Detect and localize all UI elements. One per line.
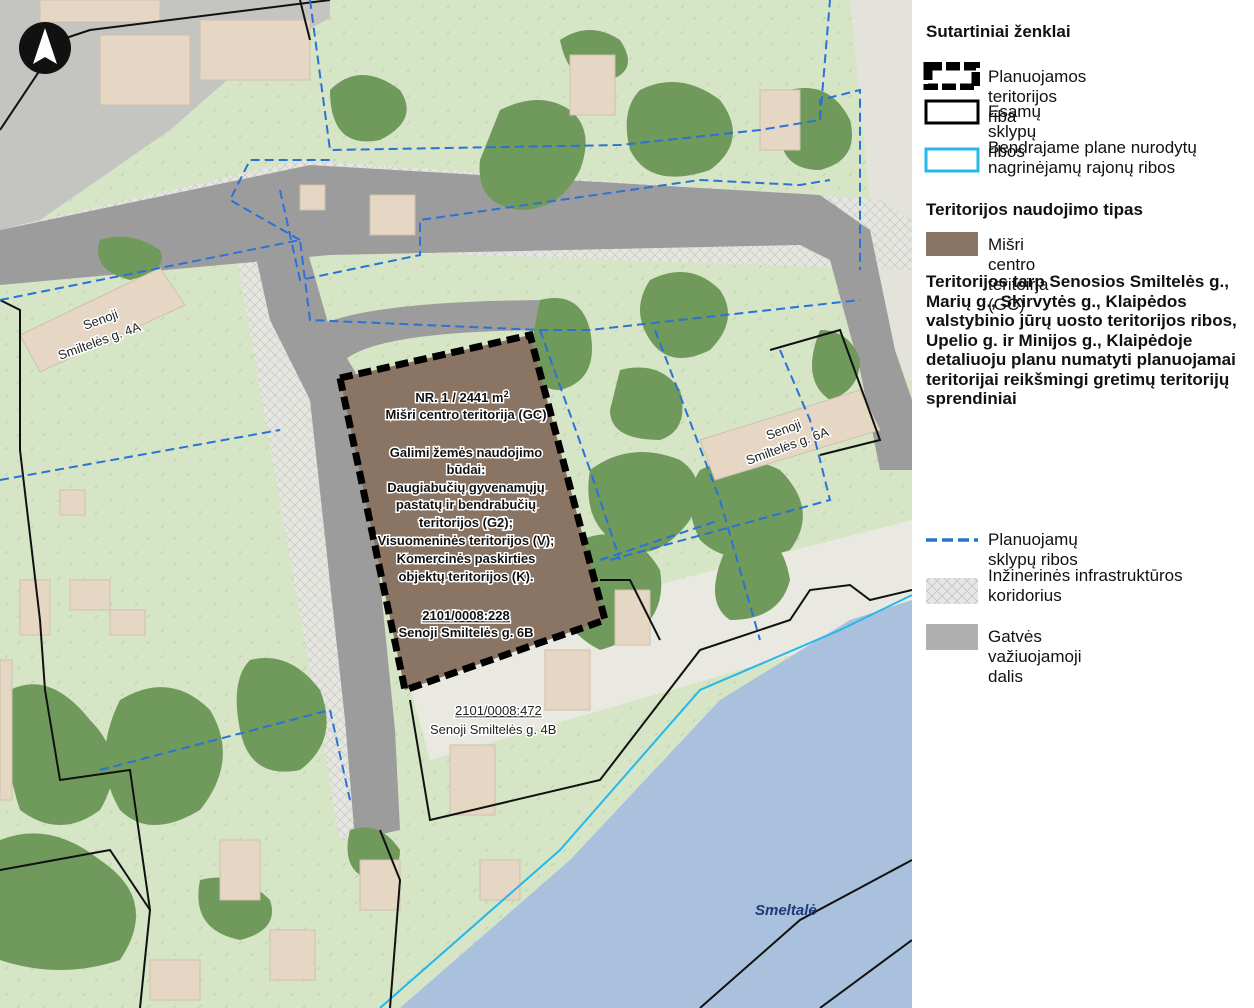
building xyxy=(99,34,191,106)
existing-plots-symbol-icon xyxy=(924,99,980,125)
plot-label-group: NR. 1 / 2441 m2 Mišri centro teritorija … xyxy=(376,388,556,642)
building xyxy=(199,19,311,81)
plot-possible-title: Galimi žemės naudojimo xyxy=(390,445,542,460)
plot-address: Senoji Smiltelės g. 6B xyxy=(398,625,533,640)
planned-plot-lines xyxy=(0,0,861,801)
district-boundary-line xyxy=(379,594,912,1008)
legend-label: Gatvės važiuojamoji dalis xyxy=(988,627,1082,686)
legend-label: Inžinerinės infrastruktūros koridorius xyxy=(988,566,1183,605)
plot-line-3: teritorijos (G2); xyxy=(419,515,513,530)
existing-plot-lines xyxy=(0,0,912,1008)
river[interactable] xyxy=(400,600,912,1008)
river-label: Smeltalė xyxy=(755,902,817,919)
planned-territory[interactable] xyxy=(335,330,610,695)
legend-label: Bendrajame plane nurodytų nagrinėjamų ra… xyxy=(988,138,1197,177)
tree-canopy xyxy=(0,30,860,970)
plot-number: NR. 1 / 2441 m2 xyxy=(415,389,508,405)
plot-472-address: Senoji Smiltelės g. 4B xyxy=(430,722,556,737)
district-boundary-symbol-icon xyxy=(924,147,980,173)
road xyxy=(0,165,912,470)
gc-swatch-icon xyxy=(926,232,978,256)
infra-corridor-swatch-icon xyxy=(926,578,978,604)
plot-use: Mišri centro teritorija (GC) xyxy=(385,407,546,422)
road xyxy=(310,300,560,360)
legend-use-type-title: Teritorijos naudojimo tipas xyxy=(926,200,1143,219)
planned-boundary-symbol-icon xyxy=(923,62,980,90)
infra-corridor xyxy=(230,210,370,840)
legend-label: Planuojamos teritorijos riba xyxy=(988,67,1087,126)
plot-cadastral: 2101/0008:228 xyxy=(422,608,509,623)
sidewalk xyxy=(850,0,912,380)
map-view[interactable]: Senoji Smiltelės g. 4A Senoji Smiltelės … xyxy=(0,0,912,1008)
plot-472-id: 2101/0008:472 xyxy=(455,703,542,718)
legend-title: Sutartiniai ženklai xyxy=(926,22,1071,41)
plot-line-4: Visuomeninės teritorijos (V); xyxy=(378,533,555,548)
plot-line-1: Daugiabučių gyvenamųjų xyxy=(387,480,545,495)
road xyxy=(250,225,400,840)
planned-plots-symbol-icon xyxy=(926,538,978,542)
legend-panel: Sutartiniai ženklai Planuojamos teritori… xyxy=(918,0,1254,1008)
plot-possible-title-2: būdai: xyxy=(447,462,486,477)
building-group xyxy=(0,54,881,1001)
north-arrow-icon xyxy=(19,22,71,74)
map-canvas: Senoji Smiltelės g. 4A Senoji Smiltelės … xyxy=(0,0,912,1008)
plot-line-6: objektų teritorijos (K). xyxy=(398,569,533,584)
legend-label: Planuojamų sklypų ribos xyxy=(988,530,1078,569)
legend-note: Teritorijos tarp Senosios Smiltelės g., … xyxy=(926,272,1237,408)
road-swatch-icon xyxy=(926,624,978,650)
legend-label: Mišri centro teritoirja (GC) xyxy=(988,235,1049,314)
building xyxy=(39,0,161,23)
legend-label: Esamų sklypų ribos xyxy=(988,102,1041,161)
plot-line-5: Komercinės paskirties xyxy=(397,551,536,566)
plot-line-2: pastatų ir bendrabučių xyxy=(396,497,536,512)
